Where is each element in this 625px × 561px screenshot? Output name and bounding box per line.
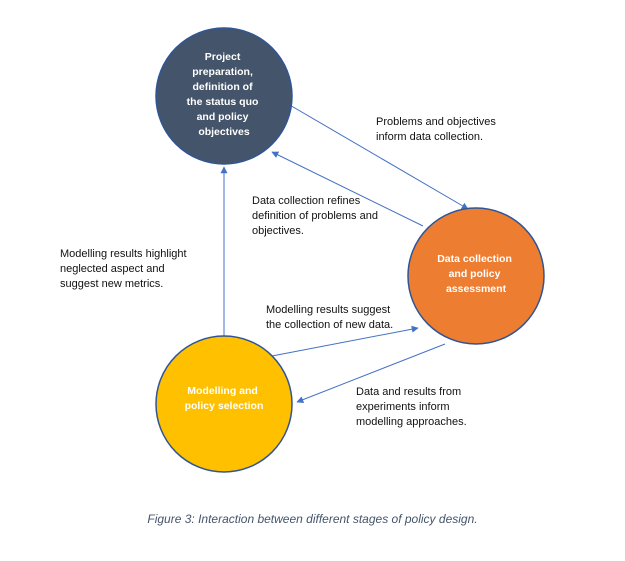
arrow-modelling-to-data (271, 325, 419, 357)
edge-label-data-to-modelling: Data and results from experiments inform… (356, 386, 467, 428)
figure-caption: Figure 3: Interaction between different … (147, 512, 478, 526)
node-data-collection (407, 207, 545, 345)
edge-label-modelling-to-data: Modelling results suggest the collection… (266, 304, 393, 331)
node-project-preparation (155, 27, 293, 165)
edge-label-data-to-project: Data collection refines definition of pr… (252, 195, 381, 237)
arrow-data-to-modelling (296, 343, 446, 403)
node-data-label: Data collection and policy assessment (437, 253, 515, 295)
node-project-label: Project preparation, definition of the s… (187, 51, 262, 138)
node-modelling (155, 335, 293, 473)
arrow-data-to-project (271, 151, 424, 227)
edge-label-modelling-to-project: Modelling results highlight neglected as… (60, 248, 190, 290)
edge-label-project-to-data: Problems and objectives inform data coll… (376, 116, 499, 143)
arrow-project-to-data (275, 96, 469, 210)
node-modelling-label: Modelling and policy selection (185, 385, 264, 412)
